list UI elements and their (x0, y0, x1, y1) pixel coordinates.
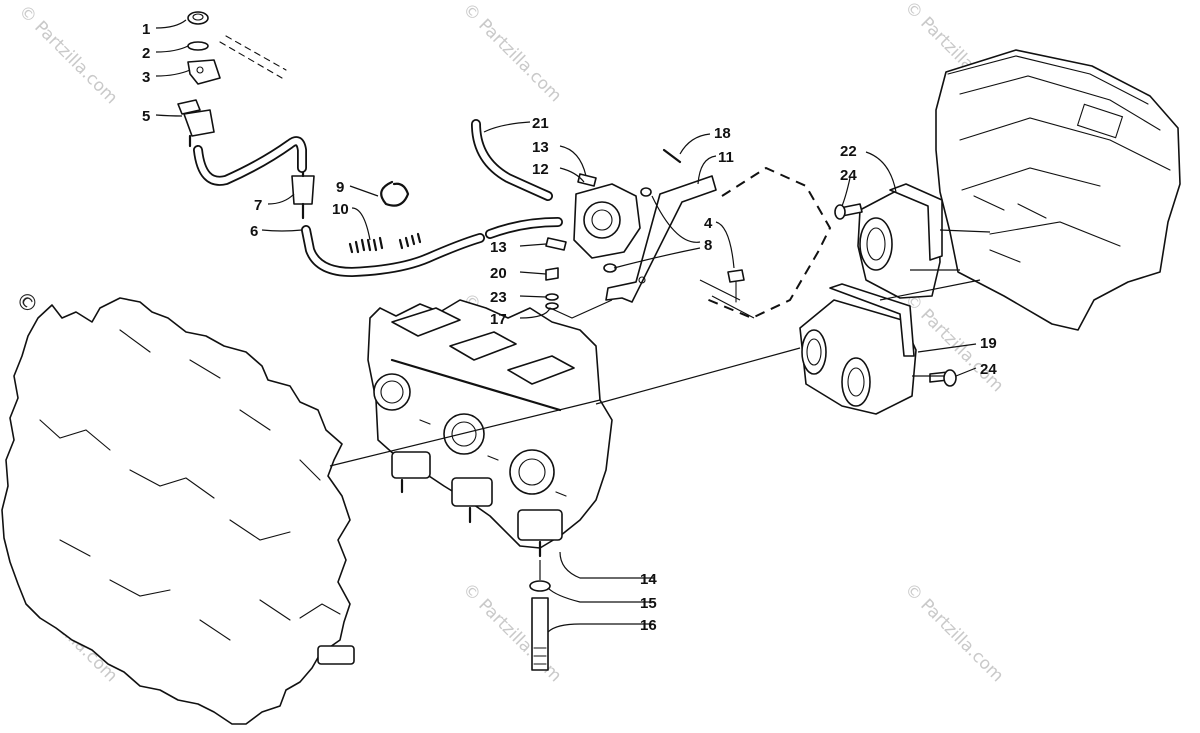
watermark-7: © Partzilla.com (458, 579, 565, 686)
fuel-fittings (177, 11, 315, 220)
callout-13-top: 13 (532, 139, 549, 156)
push-pins (834, 203, 957, 387)
callout-24-top: 24 (840, 167, 857, 184)
callout-numbers: 1 2 3 5 7 6 9 10 21 13 12 18 11 4 8 13 2… (142, 21, 997, 634)
hoses (193, 119, 563, 277)
callout-18: 18 (714, 125, 731, 142)
callout-14: 14 (640, 571, 657, 588)
carburetor-assembly (367, 299, 613, 558)
engine-block (1, 297, 355, 725)
callout-20: 20 (490, 265, 507, 282)
air-box (935, 49, 1181, 331)
callout-8: 8 (704, 237, 712, 254)
callout-15: 15 (640, 595, 657, 612)
watermark-8: © Partzilla.com (900, 579, 1007, 686)
callout-6: 6 (250, 223, 258, 240)
watermark-1: © Partzilla.com (14, 1, 121, 108)
watermark-2: © Partzilla.com (458, 0, 565, 106)
silencer-upper (857, 183, 943, 299)
callout-24-bottom: 24 (980, 361, 997, 378)
callout-11: 11 (718, 149, 734, 166)
pump-bracket (545, 148, 745, 310)
callout-7: 7 (254, 197, 262, 214)
callout-12: 12 (532, 161, 549, 178)
callout-4: 4 (704, 215, 713, 232)
callout-2: 2 (142, 45, 150, 62)
silencer-lower (799, 283, 917, 415)
callout-23: 23 (490, 289, 507, 306)
callout-22: 22 (840, 143, 857, 160)
springs-and-clip (348, 180, 422, 254)
callout-13-mid: 13 (490, 239, 507, 256)
callout-16: 16 (640, 617, 657, 634)
reference-dashes (699, 166, 832, 320)
callout-1: 1 (142, 21, 150, 38)
callout-10: 10 (332, 201, 349, 218)
callout-21: 21 (532, 115, 549, 132)
callout-5: 5 (142, 108, 150, 125)
callout-3: 3 (142, 69, 150, 86)
callout-leaders (155, 19, 977, 633)
callout-9: 9 (336, 179, 344, 196)
drain-tube (529, 580, 551, 671)
assembly-lines (329, 229, 991, 580)
callout-19: 19 (980, 335, 997, 352)
callout-17: 17 (490, 311, 507, 328)
